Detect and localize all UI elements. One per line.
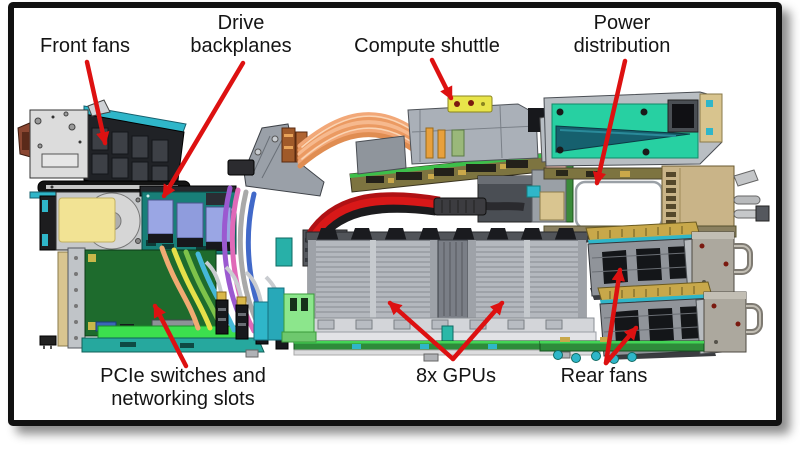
- gpu-assembly: [245, 228, 601, 362]
- front-fan-assembly: [17, 99, 191, 199]
- hard-drive: [39, 191, 147, 251]
- callout-arrow-front-fans: [84, 59, 110, 146]
- callout-arrow-drive-backplanes: [161, 60, 246, 199]
- drive-backplane-assembly: [139, 185, 237, 255]
- callout-compute-shuttle: Compute shuttle: [354, 35, 500, 57]
- callout-gpus: 8x GPUs: [415, 365, 497, 387]
- callout-power-distribution: Power distribution: [573, 12, 671, 57]
- orange-cable-bundle: [297, 112, 417, 169]
- callout-rear-fans: Rear fans: [560, 365, 648, 387]
- callout-arrow-rear-fans-lower: [603, 325, 639, 366]
- callout-arrow-pcie-switches: [152, 303, 189, 369]
- power-distribution-assembly: [543, 91, 723, 167]
- callout-front-fans: Front fans: [39, 35, 131, 57]
- callout-arrows: [84, 57, 639, 369]
- callout-arrow-gpus-right: [450, 300, 505, 362]
- callout-arrow-compute-shuttle: [429, 57, 454, 101]
- callout-pcie-switches: PCIe switches and networking slots: [100, 365, 266, 410]
- compute-shuttle-assembly: [349, 95, 565, 193]
- pcie-switch-board: [39, 247, 265, 353]
- callout-arrow-gpus-left: [387, 300, 456, 362]
- callout-arrow-rear-fans-upper: [603, 267, 626, 366]
- callout-drive-backplanes: Drive backplanes: [190, 12, 292, 57]
- callout-arrow-power-distribution: [592, 58, 628, 186]
- midplane-components: [477, 139, 574, 223]
